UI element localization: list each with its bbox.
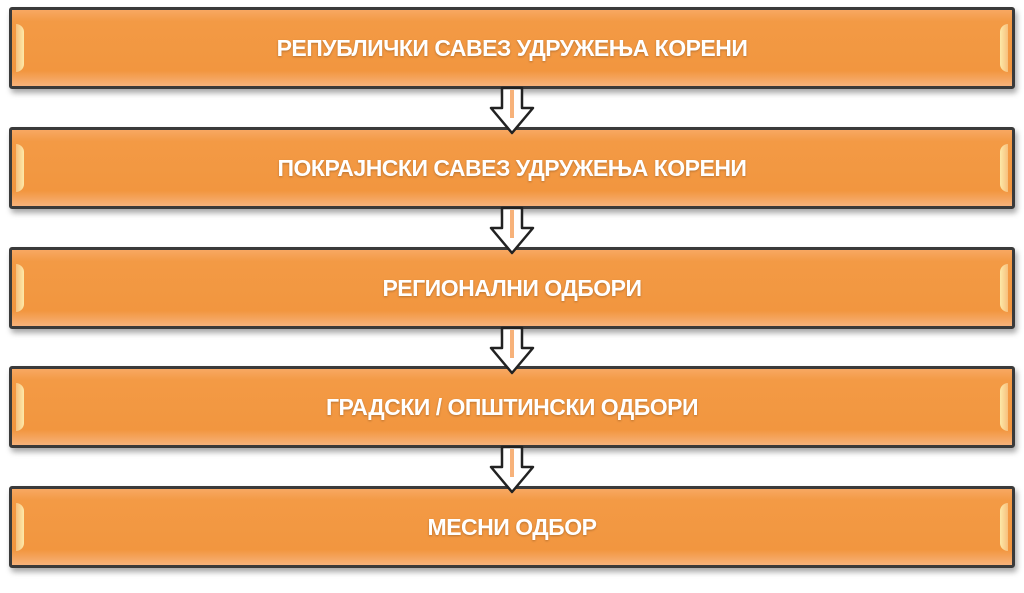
level-box-province: ПОКРАЈНСКИ САВЕЗ УДРУЖЕЊА КОРЕНИ — [9, 127, 1015, 209]
level-box-regional: РЕГИОНАЛНИ ОДБОРИ — [9, 247, 1015, 329]
down-arrow-icon — [489, 326, 535, 375]
level-label: РЕГИОНАЛНИ ОДБОРИ — [382, 274, 642, 301]
down-arrow-icon — [489, 86, 535, 135]
level-label: МЕСНИ ОДБОР — [427, 513, 597, 540]
down-arrow-icon — [489, 206, 535, 255]
level-label: ПОКРАЈНСКИ САВЕЗ УДРУЖЕЊА КОРЕНИ — [277, 154, 747, 181]
level-box-republic: РЕПУБЛИЧКИ САВЕЗ УДРУЖЕЊА КОРЕНИ — [9, 7, 1015, 89]
down-arrow-icon — [489, 445, 535, 494]
level-box-local: МЕСНИ ОДБОР — [9, 486, 1015, 568]
level-label: ГРАДСКИ / ОПШТИНСКИ ОДБОРИ — [325, 393, 699, 420]
level-box-city: ГРАДСКИ / ОПШТИНСКИ ОДБОРИ — [9, 366, 1015, 448]
level-label: РЕПУБЛИЧКИ САВЕЗ УДРУЖЕЊА КОРЕНИ — [276, 34, 748, 61]
